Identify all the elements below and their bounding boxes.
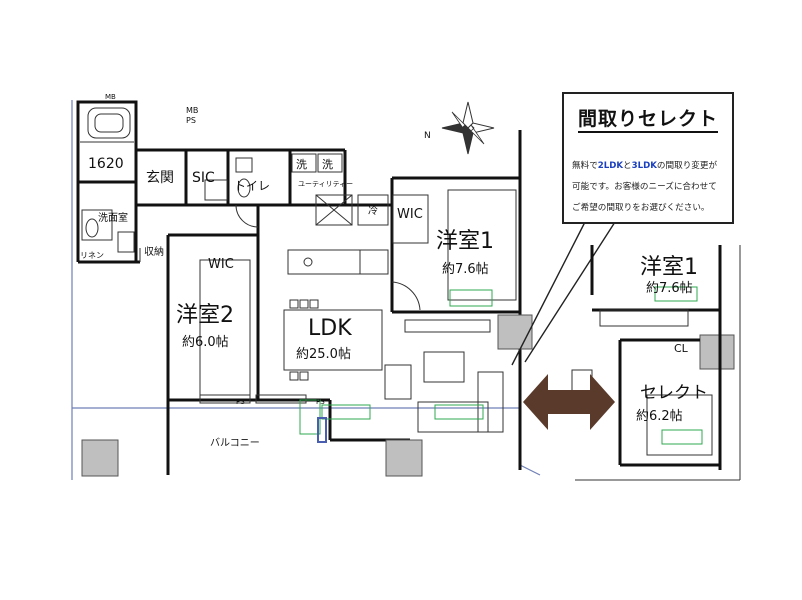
label-balcony: バルコニー	[210, 437, 260, 449]
label-alt-select-name: セレクト	[640, 383, 708, 403]
layout-select-callout: 間取りセレクト 無料で2LDKと3LDKの間取り変更が 可能です。お客様のニーズ…	[562, 92, 734, 224]
label-utility: ユーティリティー	[298, 180, 353, 188]
callout-text: 無料で2LDKと3LDKの間取り変更が 可能です。お客様のニーズに合わせて ご希…	[572, 156, 726, 219]
label-wic-bed1: WIC	[397, 207, 423, 222]
label-bed2-name: 洋室2	[176, 303, 234, 328]
compass-icon	[441, 101, 495, 155]
label-sic: SIC	[192, 170, 215, 186]
label-fridge: 冷	[368, 204, 378, 217]
label-alt-bed1-name: 洋室1	[640, 255, 698, 280]
label-storage: 収納	[144, 245, 164, 258]
label-bath-size: 1620	[88, 156, 124, 172]
callout-line-2: 可能です。お客様のニーズに合わせて	[572, 182, 717, 192]
callout-line-1: 無料で2LDKと3LDKの間取り変更が	[572, 161, 718, 171]
label-washroom: 洗面室	[98, 211, 128, 224]
walls	[76, 100, 522, 475]
label-ldk-name: LDK	[308, 316, 352, 341]
alt-plan-walls	[590, 245, 722, 470]
callout-title: 間取りセレクト	[564, 104, 732, 133]
callout-pointer	[511, 221, 616, 366]
label-wash-1: 洗	[296, 158, 307, 171]
label-mb: MB	[105, 93, 116, 101]
label-mbps-ps: PS	[186, 116, 196, 125]
outer-outline	[71, 100, 541, 480]
label-ps-2: PS	[316, 398, 325, 406]
double-arrow	[523, 374, 615, 430]
label-ps-1: PS	[236, 398, 245, 406]
label-bed1-name: 洋室1	[436, 229, 494, 254]
label-alt-select-area: 約6.2帖	[636, 409, 683, 424]
interior-lines	[80, 107, 517, 433]
label-toilet: トイレ	[234, 179, 270, 193]
label-mbps-mb: MB	[186, 106, 198, 115]
label-bed1-area: 約7.6帖	[442, 262, 489, 277]
label-compass-n: N	[424, 131, 431, 141]
label-bed2-area: 約6.0帖	[182, 335, 229, 350]
room-labels: 1620 玄関 SIC トイレ 洗 洗 ユーティリティー 洗面室 収納 リネン …	[80, 93, 708, 449]
alt-green	[654, 286, 703, 445]
label-alt-bed1-area: 約7.6帖	[646, 281, 693, 296]
label-ldk-area: 約25.0帖	[296, 347, 351, 362]
pillars	[81, 314, 735, 477]
label-wash-2: 洗	[322, 158, 333, 171]
label-entrance: 玄関	[146, 169, 174, 186]
label-linen: リネン	[80, 251, 104, 260]
label-alt-cl: CL	[674, 342, 689, 355]
label-wic-bed2: WIC	[208, 257, 234, 272]
balcony-accent	[317, 417, 327, 443]
callout-line-3: ご希望の間取りをお選びください。	[572, 203, 710, 213]
